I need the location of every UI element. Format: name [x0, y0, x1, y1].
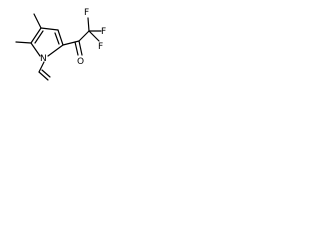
- bond-cf3-f-top: [87, 17, 90, 32]
- fluorine-lower-label: F: [98, 42, 103, 52]
- bond-carbonyl-cf3: [78, 30, 90, 42]
- fluorine-top-label: F: [84, 8, 89, 18]
- bond-n1-c2: [30, 42, 41, 57]
- bond-c2-c3-double: [34, 30, 44, 44]
- bond-c5-n1: [47, 44, 64, 57]
- bond-c2-methyl: [15, 41, 32, 44]
- bond-c4-c5: [57, 29, 64, 46]
- structure-canvas: N O F F F: [0, 0, 111, 81]
- bond-n1-vinyl: [38, 61, 45, 73]
- bond-c4-c5-double: [54, 32, 60, 45]
- bond-carbonyl-oxygen: [78, 40, 83, 56]
- bond-c3-c4: [40, 27, 59, 31]
- nitrogen-label: N: [40, 54, 47, 64]
- fluorine-right-label: F: [101, 27, 106, 37]
- bond-cf3-f-lower: [88, 30, 100, 42]
- bond-carbonyl-oxygen-double: [74, 41, 79, 56]
- bond-c2-c3: [30, 27, 42, 44]
- bond-c3-methyl: [33, 13, 42, 29]
- bond-vinyl-terminal: [38, 71, 49, 81]
- chemical-structure: N O F F F: [15, 8, 106, 81]
- oxygen-label: O: [77, 57, 84, 67]
- bond-vinyl-terminal-double: [41, 69, 51, 78]
- bond-ring-carbonyl: [62, 40, 80, 46]
